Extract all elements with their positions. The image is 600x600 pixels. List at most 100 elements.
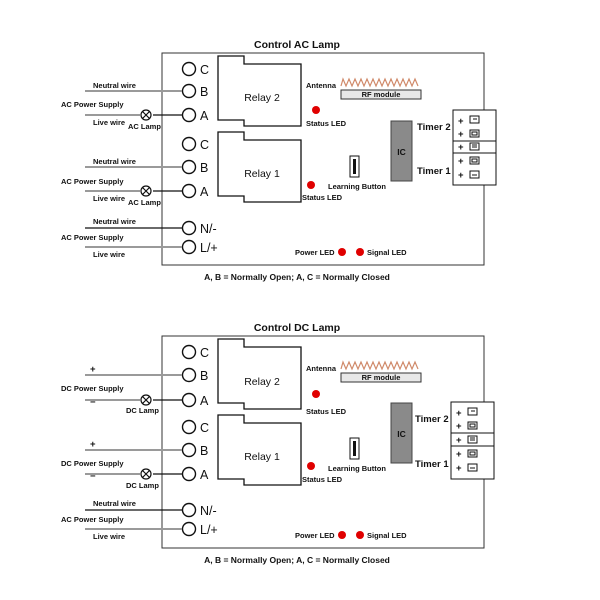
- panel-title: Control AC Lamp: [254, 39, 340, 51]
- wiring-relay2: + DC Power Supply − DC Lamp: [61, 364, 182, 415]
- rf-module-label: RF module: [362, 373, 401, 382]
- wire-label: Live wire: [93, 532, 125, 541]
- timer-plus: +: [456, 463, 462, 474]
- signal-led: [356, 531, 364, 539]
- lamp-label: AC Lamp: [128, 122, 161, 131]
- status-led-relay2: [312, 390, 320, 398]
- timer-plus: +: [456, 435, 462, 446]
- relay-2: [217, 55, 302, 127]
- terminal-b-relay1: [181, 159, 197, 175]
- timer-switch-block: + + + + +: [450, 401, 495, 480]
- relay-2: [217, 338, 302, 410]
- terminal-c-relay1: [181, 136, 197, 152]
- terminal-label: N/-: [200, 504, 217, 518]
- terminal-a-relay1: [181, 466, 197, 482]
- terminal-label: C: [200, 63, 209, 77]
- status-led-relay2: [312, 106, 320, 114]
- supply-label: AC Power Supply: [61, 100, 124, 109]
- timer-1-label: Timer 1: [417, 166, 451, 177]
- wiring-relay2: Neutral wire AC Power Supply Live wire A…: [61, 81, 182, 131]
- terminal-label: B: [200, 85, 208, 99]
- rf-module-label: RF module: [362, 90, 401, 99]
- relay-2-label: Relay 2: [244, 376, 280, 388]
- dip-switch-icon: [467, 407, 478, 472]
- signal-led: [356, 248, 364, 256]
- timer-1-label: Timer 1: [415, 459, 449, 470]
- terminal-label: C: [200, 346, 209, 360]
- rf-module: [340, 89, 422, 100]
- terminal-label: A: [200, 185, 209, 199]
- wiring-power: Neutral wire AC Power Supply Live wire: [61, 499, 182, 541]
- learning-button-label: Learning Button: [328, 182, 386, 191]
- terminal-label: B: [200, 444, 208, 458]
- polarity-label: +: [90, 364, 96, 375]
- timer-switch-block: + + + + +: [452, 109, 497, 186]
- terminal-label: A: [200, 109, 209, 123]
- relay-1-label: Relay 1: [244, 168, 280, 180]
- status-led-label: Status LED: [302, 475, 343, 484]
- terminal-strip: C B A C B A N/- L/+: [181, 61, 218, 255]
- supply-label: DC Power Supply: [61, 459, 124, 468]
- ic-label: IC: [397, 429, 406, 439]
- terminal-label: B: [200, 161, 208, 175]
- supply-label: DC Power Supply: [61, 384, 124, 393]
- antenna-coil-icon: [340, 360, 419, 371]
- status-led-label: Status LED: [306, 119, 347, 128]
- wiring-relay1: + DC Power Supply − DC Lamp: [61, 439, 182, 490]
- terminal-n: [181, 220, 197, 236]
- antenna-coil-icon: [340, 77, 419, 88]
- timer-2-label: Timer 2: [415, 414, 449, 425]
- signal-led-label: Signal LED: [367, 531, 407, 540]
- terminal-label: C: [200, 421, 209, 435]
- signal-led-label: Signal LED: [367, 248, 407, 257]
- terminal-n: [181, 502, 197, 518]
- timer-plus: +: [458, 156, 464, 167]
- wiring-relay1: Neutral wire AC Power Supply Live wire A…: [61, 157, 182, 207]
- wire-label: Neutral wire: [93, 499, 136, 508]
- terminal-b-relay2: [181, 367, 197, 383]
- dip-switch-icon: [469, 115, 480, 179]
- terminal-l: [181, 239, 197, 255]
- wire-label: Live wire: [93, 118, 125, 127]
- wiring-power: Neutral wire AC Power Supply Live wire: [61, 217, 182, 259]
- terminal-b-relay1: [181, 442, 197, 458]
- antenna-label: Antenna: [306, 364, 337, 373]
- terminal-label: C: [200, 138, 209, 152]
- terminal-a-relay1: [181, 183, 197, 199]
- terminal-l: [181, 521, 197, 537]
- lamp-label: DC Lamp: [126, 406, 159, 415]
- terminal-label: B: [200, 369, 208, 383]
- lamp-label: AC Lamp: [128, 198, 161, 207]
- polarity-label: −: [90, 471, 96, 482]
- timer-plus: +: [458, 116, 464, 127]
- power-led: [338, 531, 346, 539]
- terminal-c-relay2: [181, 61, 197, 77]
- wire-label: Neutral wire: [93, 157, 136, 166]
- terminal-strip: C B A C B A N/- L/+: [181, 344, 218, 537]
- rf-module: [340, 372, 422, 383]
- terminal-label: A: [200, 394, 209, 408]
- status-led-label: Status LED: [302, 193, 343, 202]
- timer-plus: +: [458, 129, 464, 140]
- terminal-label: L/+: [200, 523, 218, 537]
- terminal-label: L/+: [200, 241, 218, 255]
- learning-button-slot-icon: [353, 441, 356, 456]
- status-led-relay1: [307, 462, 315, 470]
- status-led-relay1: [307, 181, 315, 189]
- polarity-label: −: [90, 397, 96, 408]
- timer-plus: +: [456, 408, 462, 419]
- timer-plus: +: [456, 421, 462, 432]
- terminal-label: N/-: [200, 222, 217, 236]
- antenna-label: Antenna: [306, 81, 337, 90]
- timer-plus: +: [456, 449, 462, 460]
- power-led-label: Power LED: [295, 248, 335, 257]
- learning-button-label: Learning Button: [328, 464, 386, 473]
- learning-button-slot-icon: [353, 159, 356, 174]
- lamp-label: DC Lamp: [126, 481, 159, 490]
- terminal-label: A: [200, 468, 209, 482]
- timer-2-label: Timer 2: [417, 122, 451, 133]
- terminal-b-relay2: [181, 83, 197, 99]
- timer-plus: +: [458, 170, 464, 181]
- timer-plus: +: [458, 142, 464, 153]
- supply-label: AC Power Supply: [61, 233, 124, 242]
